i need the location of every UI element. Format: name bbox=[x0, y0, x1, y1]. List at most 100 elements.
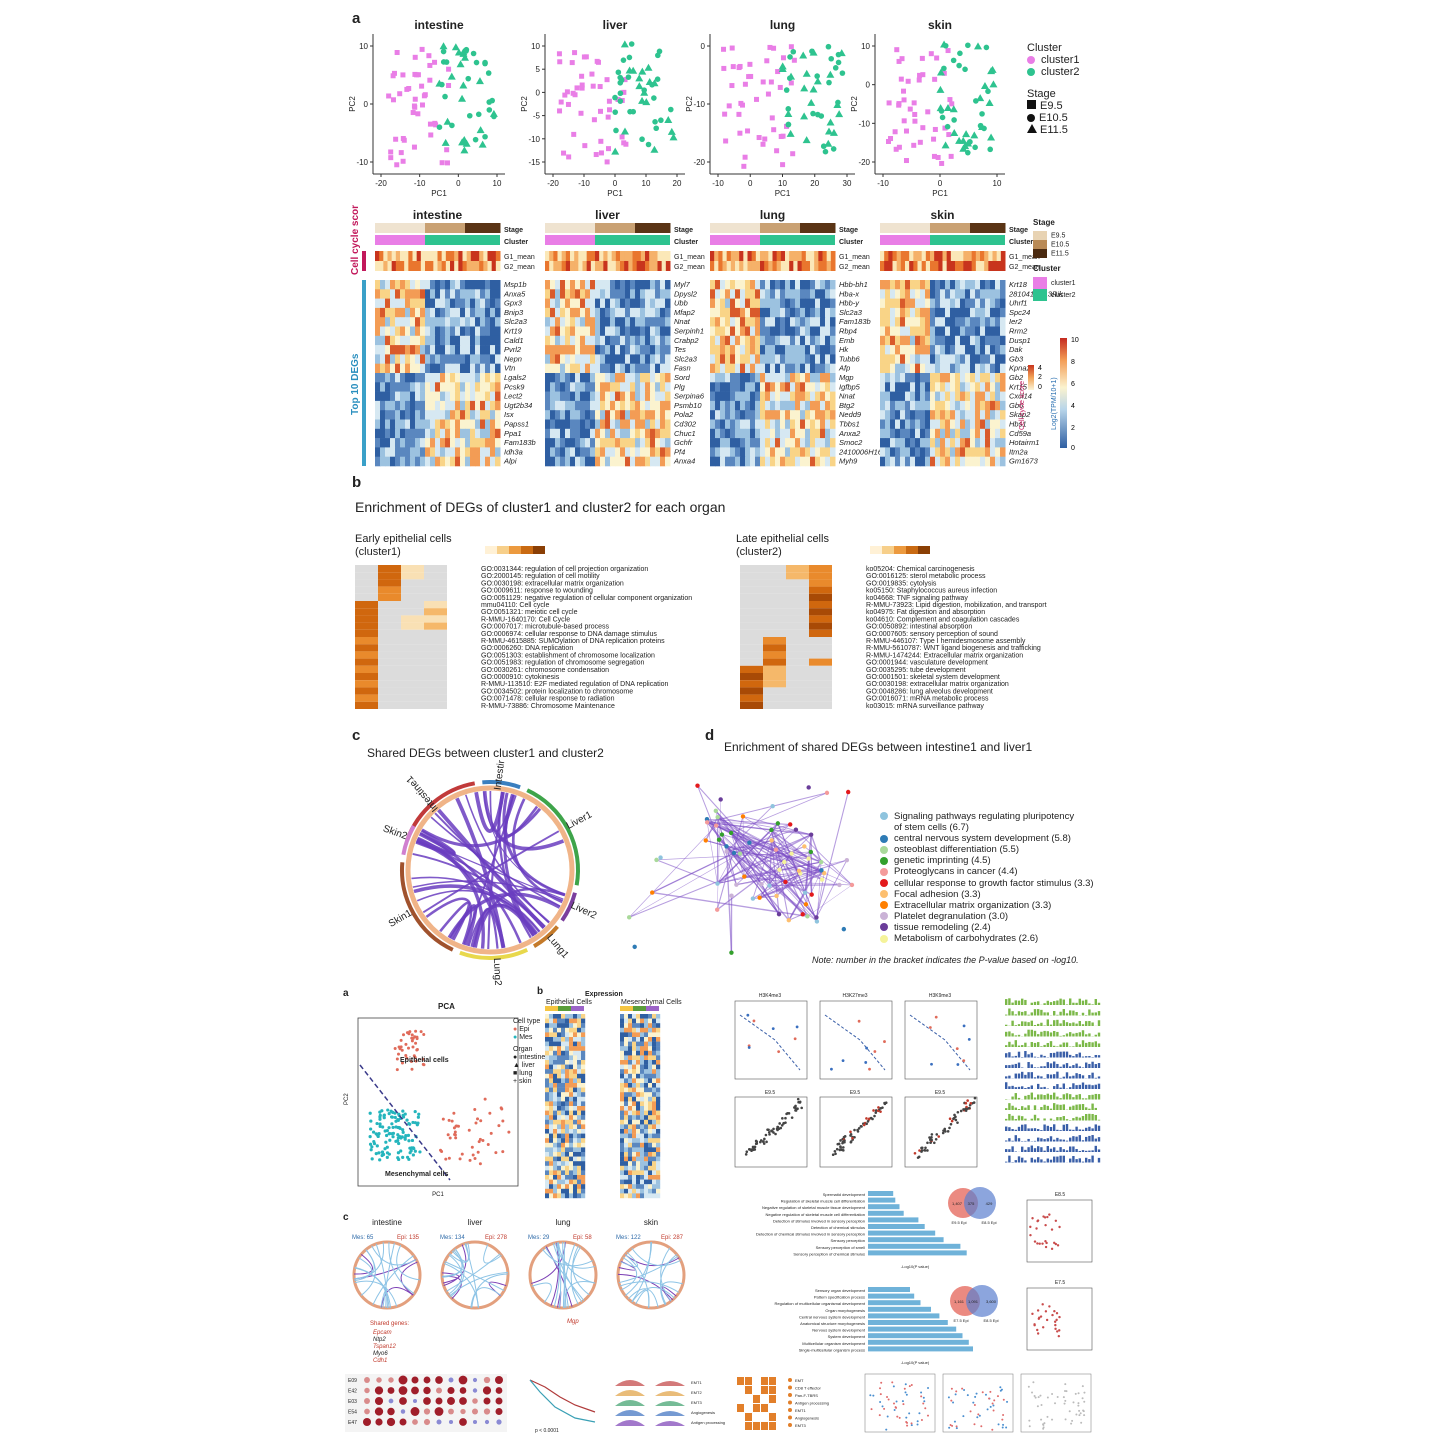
expr-cell bbox=[425, 419, 431, 430]
expr-cell bbox=[485, 307, 491, 318]
expr-cell bbox=[630, 400, 636, 411]
track-bar bbox=[1027, 1029, 1030, 1037]
enr-cell bbox=[740, 586, 763, 594]
expr-cell bbox=[785, 373, 791, 383]
expr-cell bbox=[960, 373, 966, 383]
expr-cell bbox=[760, 326, 766, 337]
expr-cell bbox=[550, 447, 556, 457]
expr-cell bbox=[830, 419, 836, 430]
network-legend-item: cellular response to growth factor stimu… bbox=[880, 878, 1094, 889]
expr-cell bbox=[985, 419, 991, 430]
cluster2-point bbox=[620, 57, 627, 63]
gene-label: Slc2a3 bbox=[504, 317, 528, 326]
heat-cell bbox=[549, 1179, 554, 1185]
heat-cell bbox=[640, 1041, 645, 1047]
stage-cell bbox=[450, 223, 456, 233]
heat-cell bbox=[648, 1023, 653, 1028]
expr-cell bbox=[390, 456, 396, 467]
cluster1-point bbox=[606, 98, 612, 104]
expr-cell bbox=[485, 298, 491, 309]
expr-cell bbox=[950, 438, 956, 448]
expr-cell bbox=[775, 382, 781, 392]
expr-cell bbox=[765, 335, 771, 346]
annot-bar bbox=[545, 1006, 558, 1011]
expr-cell bbox=[775, 447, 781, 457]
score-cell bbox=[751, 251, 757, 261]
expr-cell bbox=[410, 438, 416, 448]
expr-cell bbox=[445, 335, 451, 346]
expr-cell bbox=[420, 400, 426, 411]
expr-cell bbox=[465, 280, 471, 290]
expr-cell bbox=[745, 317, 751, 327]
expr-cell bbox=[585, 400, 591, 411]
expr-cell bbox=[980, 363, 986, 374]
score-cell bbox=[909, 261, 914, 271]
expr-cell bbox=[645, 400, 651, 411]
track-bar bbox=[1040, 1022, 1043, 1026]
expr-cell bbox=[655, 456, 661, 467]
scatter-point bbox=[923, 1149, 927, 1152]
expr-cell bbox=[430, 410, 436, 420]
expr-cell bbox=[395, 456, 401, 467]
expr-cell bbox=[920, 391, 926, 402]
expr-cell bbox=[630, 298, 636, 309]
x-tick-label: -10 bbox=[877, 179, 889, 188]
expr-cell bbox=[965, 354, 971, 364]
enr-cell bbox=[786, 658, 809, 666]
stage-cell bbox=[475, 223, 481, 233]
expr-cell bbox=[825, 307, 831, 318]
network-node bbox=[775, 821, 781, 826]
expr-cell bbox=[760, 289, 766, 299]
network-node bbox=[767, 883, 772, 888]
heat-cell bbox=[652, 1023, 657, 1028]
expr-cell bbox=[430, 391, 436, 402]
expr-cell bbox=[420, 428, 426, 439]
expr-cell bbox=[390, 400, 396, 411]
expr-cell bbox=[560, 298, 566, 309]
cluster2-point bbox=[787, 54, 793, 60]
expr-cell bbox=[650, 326, 656, 337]
cluster1-point bbox=[769, 115, 775, 121]
expr-cell bbox=[405, 410, 411, 420]
track-bar bbox=[1033, 1030, 1037, 1037]
expr-cell bbox=[810, 428, 816, 439]
heat-cell bbox=[565, 1133, 570, 1139]
expr-cell bbox=[810, 456, 816, 467]
heat-cell bbox=[624, 1083, 629, 1088]
network-edge bbox=[707, 792, 828, 823]
expr-cell bbox=[720, 289, 726, 299]
expr-cell bbox=[785, 382, 791, 392]
epi-point bbox=[460, 1152, 464, 1156]
heat-cell bbox=[577, 1119, 582, 1125]
expr-cell bbox=[550, 354, 556, 364]
cluster2-point bbox=[658, 117, 664, 124]
expr-cell bbox=[615, 373, 621, 383]
expr-cell bbox=[455, 280, 461, 290]
network-legend-item: Metabolism of carbohydrates (2.6) bbox=[880, 933, 1094, 944]
heat-cell bbox=[644, 1133, 649, 1139]
heat-cell bbox=[648, 1124, 653, 1130]
expr-cell bbox=[375, 456, 381, 467]
enr-cell bbox=[809, 651, 832, 659]
stage-cell bbox=[415, 223, 421, 233]
expr-cell bbox=[440, 354, 446, 364]
expr-cell bbox=[950, 317, 956, 327]
expr-cell bbox=[980, 400, 986, 411]
expr-cell bbox=[445, 354, 451, 364]
expr-cell bbox=[410, 345, 416, 355]
score-cell bbox=[470, 251, 476, 261]
enr-cell bbox=[355, 565, 378, 573]
score-cell bbox=[751, 261, 757, 271]
expr-cell bbox=[620, 363, 626, 374]
epithelial-label: Epithelial cells bbox=[400, 1057, 449, 1064]
mark-point bbox=[857, 1019, 861, 1023]
expr-cell bbox=[885, 354, 891, 364]
expr-cell bbox=[405, 326, 411, 337]
expr-cell bbox=[780, 438, 786, 448]
enr-cell bbox=[740, 593, 763, 601]
score-cell bbox=[487, 261, 493, 271]
expr-cell bbox=[940, 400, 946, 411]
mes-point bbox=[389, 1109, 393, 1113]
mes-point bbox=[399, 1136, 403, 1140]
score-cell bbox=[454, 261, 459, 271]
